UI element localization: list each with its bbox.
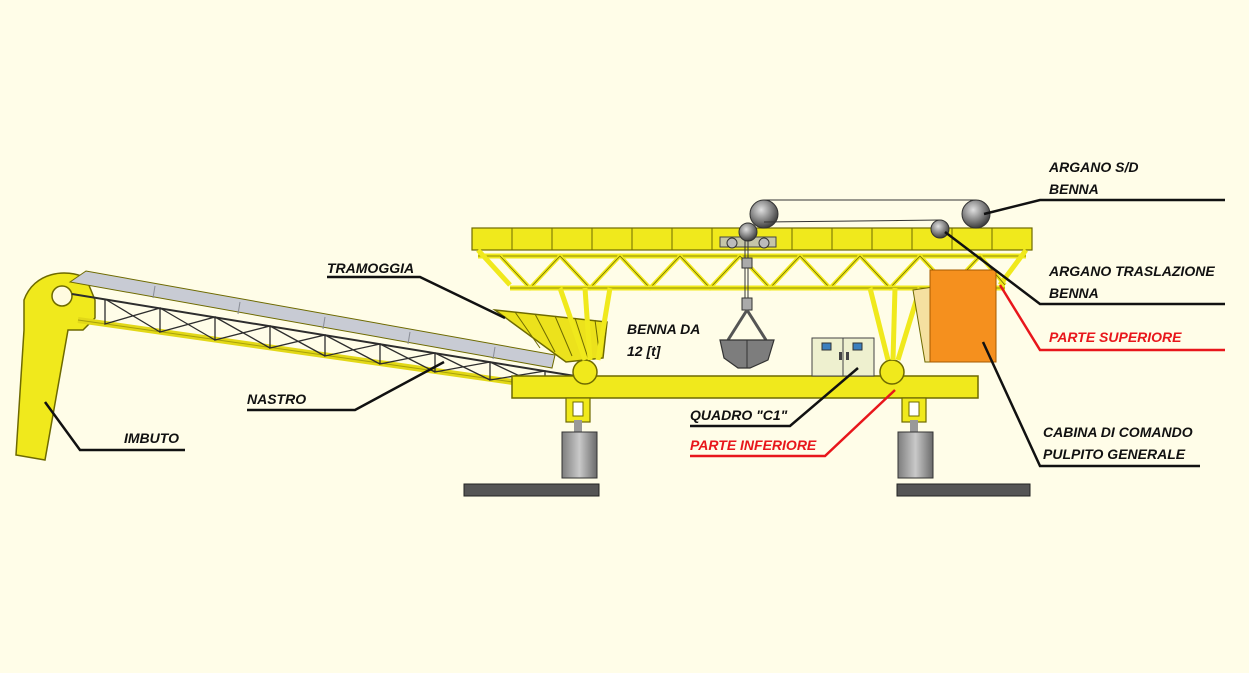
label-argano-traslazione-line1: ARGANO TRASLAZIONE [1049, 263, 1215, 279]
label-benna-line2: 12 [t] [627, 343, 661, 359]
cabina-cabin [912, 269, 997, 363]
quadro-panel [811, 337, 875, 377]
label-cabina-line2: PULPITO GENERALE [1043, 446, 1186, 462]
label-argano-sd-line2: BENNA [1049, 181, 1099, 197]
winch-drum-icon [749, 199, 991, 239]
label-benna-line1: BENNA DA [627, 321, 701, 337]
label-parte-inferiore: PARTE INFERIORE [690, 437, 817, 453]
label-argano-sd: ARGANO S/D BENNA [1049, 156, 1138, 200]
imbuto-funnel [15, 272, 96, 461]
right-leg [896, 397, 1031, 497]
label-parte-superiore: PARTE SUPERIORE [1049, 329, 1182, 345]
label-benna: BENNA DA 12 [t] [627, 318, 700, 362]
leader-lines [43, 198, 1225, 468]
hoist-ropes [744, 199, 976, 300]
upper-truss [471, 227, 1033, 361]
label-cabina-line1: CABINA DI COMANDO [1043, 424, 1193, 440]
nastro-conveyor [68, 270, 591, 396]
label-argano-traslazione-line2: BENNA [1049, 285, 1099, 301]
label-cabina: CABINA DI COMANDO PULPITO GENERALE [1043, 421, 1193, 465]
label-quadro: QUADRO "C1" [690, 407, 788, 423]
label-tramoggia: TRAMOGGIA [327, 260, 415, 276]
label-imbuto: IMBUTO [124, 430, 179, 446]
left-leg [463, 397, 600, 497]
lower-beam [511, 359, 979, 399]
label-argano-traslazione: ARGANO TRASLAZIONE BENNA [1049, 260, 1215, 304]
label-argano-sd-line1: ARGANO S/D [1049, 159, 1139, 175]
clamshell-grab-icon [719, 257, 775, 369]
label-nastro: NASTRO [247, 391, 307, 407]
